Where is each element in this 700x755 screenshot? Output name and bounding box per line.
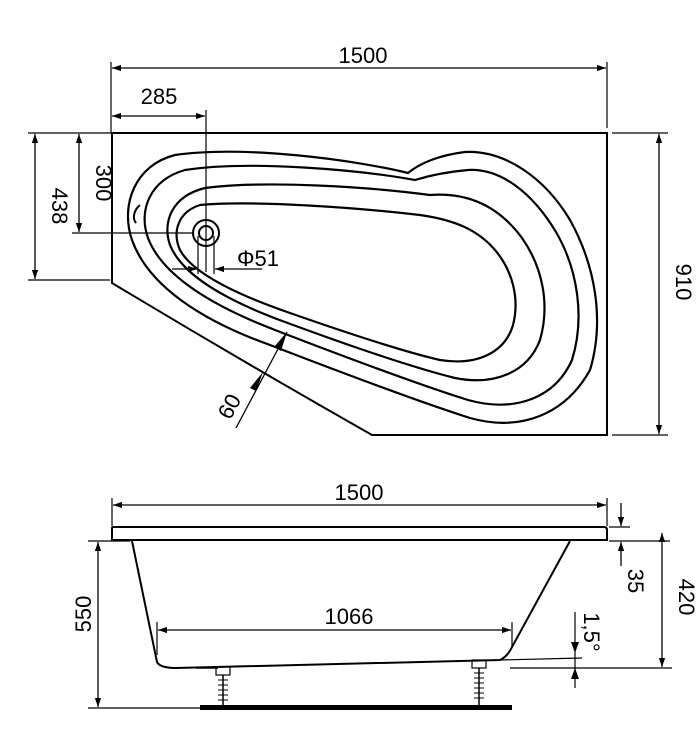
floor-base xyxy=(200,705,512,710)
side-tub-body xyxy=(131,540,571,670)
leg-right xyxy=(471,659,487,705)
tub-height-dim-label: 420 xyxy=(674,579,699,616)
drain-offset-y-dim-label: 300 xyxy=(91,165,116,202)
mid-basin-contour xyxy=(143,164,580,406)
leg-left xyxy=(196,666,231,705)
side-rim xyxy=(111,526,608,541)
overflow-detail xyxy=(132,204,141,224)
side-length-dim-label: 1500 xyxy=(335,480,384,505)
width-dim-label: 910 xyxy=(671,264,696,301)
top-view-outline xyxy=(111,132,608,436)
slope-dim-label: 1,5° xyxy=(579,612,604,651)
narrow-side-dim-label: 438 xyxy=(47,188,72,225)
side-view: 1500 550 35 420 1066 1,5° xyxy=(71,480,699,710)
length-dim-label: 1500 xyxy=(339,43,388,68)
drain-diameter-label: Φ51 xyxy=(237,246,279,271)
basin-floor-contour xyxy=(175,202,517,363)
height-dim-label: 550 xyxy=(71,596,96,633)
drain-offset-x-dim-label: 285 xyxy=(141,84,178,109)
outer-basin-contour xyxy=(127,150,599,424)
top-view: 1500 285 300 438 910 Φ51 60 xyxy=(28,43,696,436)
inner-basin-contour xyxy=(166,183,546,382)
bottom-length-dim-label: 1066 xyxy=(325,604,374,629)
rim-height-dim-label: 35 xyxy=(623,569,648,593)
